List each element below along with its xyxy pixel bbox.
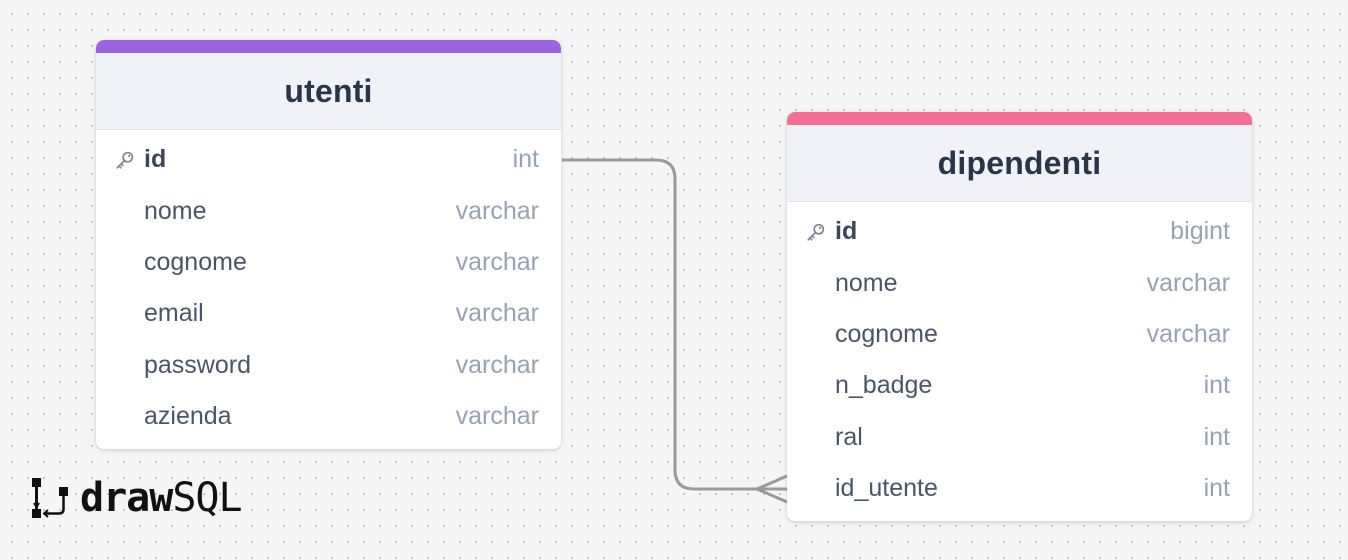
column-row[interactable]: password varchar xyxy=(96,340,561,391)
column-type: int xyxy=(1203,422,1230,451)
key-icon xyxy=(116,151,134,169)
crow-foot-many-icon xyxy=(755,474,788,504)
column-type: bigint xyxy=(1170,217,1230,246)
column-name: id_utente xyxy=(835,474,938,503)
table-utenti[interactable]: utenti id int nome varchar cognome varch… xyxy=(96,40,561,449)
column-name: ral xyxy=(835,422,863,451)
key-icon xyxy=(807,223,825,241)
column-type: varchar xyxy=(455,350,539,379)
column-row[interactable]: ral int xyxy=(787,412,1252,463)
column-row[interactable]: id bigint xyxy=(787,206,1252,257)
column-row[interactable]: azienda varchar xyxy=(96,391,561,442)
table-title: dipendenti xyxy=(937,144,1102,181)
column-type: varchar xyxy=(1146,268,1230,297)
column-name: email xyxy=(144,299,204,328)
column-name: nome xyxy=(144,196,207,225)
table-dipendenti[interactable]: dipendenti id bigint nome varchar cognom… xyxy=(787,112,1252,521)
column-type: varchar xyxy=(455,402,539,431)
drawsql-logo[interactable]: draw SQL xyxy=(30,474,243,522)
column-name: azienda xyxy=(144,402,232,431)
column-row[interactable]: cognome varchar xyxy=(787,309,1252,360)
column-name: cognome xyxy=(144,247,247,276)
column-name: id xyxy=(144,145,167,174)
column-row[interactable]: email varchar xyxy=(96,288,561,339)
table-accent-bar xyxy=(787,112,1252,125)
logo-text-sql: SQL xyxy=(172,475,242,521)
column-name: n_badge xyxy=(835,371,933,400)
drawsql-logo-icon xyxy=(32,478,68,518)
logo-text-draw: draw xyxy=(80,475,173,521)
column-name: password xyxy=(144,350,251,379)
column-name: nome xyxy=(835,268,898,297)
column-type: int xyxy=(1203,371,1230,400)
table-header[interactable]: dipendenti xyxy=(787,125,1252,202)
column-type: varchar xyxy=(1146,319,1230,348)
table-title: utenti xyxy=(284,72,373,109)
column-row[interactable]: id_utente int xyxy=(787,463,1252,514)
column-type: int xyxy=(512,145,539,174)
column-list: id bigint nome varchar cognome varchar n… xyxy=(787,202,1252,514)
column-type: int xyxy=(1203,474,1230,503)
column-row[interactable]: nome varchar xyxy=(96,185,561,236)
column-name: cognome xyxy=(835,319,938,348)
table-header[interactable]: utenti xyxy=(96,53,561,130)
relation-line[interactable] xyxy=(562,158,787,491)
column-row[interactable]: id int xyxy=(96,134,561,185)
column-row[interactable]: cognome varchar xyxy=(96,237,561,288)
column-row[interactable]: nome varchar xyxy=(787,257,1252,308)
column-type: varchar xyxy=(455,247,539,276)
column-name: id xyxy=(835,217,858,246)
column-row[interactable]: n_badge int xyxy=(787,360,1252,411)
column-type: varchar xyxy=(455,196,539,225)
column-type: varchar xyxy=(455,299,539,328)
column-list: id int nome varchar cognome varchar emai… xyxy=(96,130,561,442)
table-accent-bar xyxy=(96,40,561,53)
